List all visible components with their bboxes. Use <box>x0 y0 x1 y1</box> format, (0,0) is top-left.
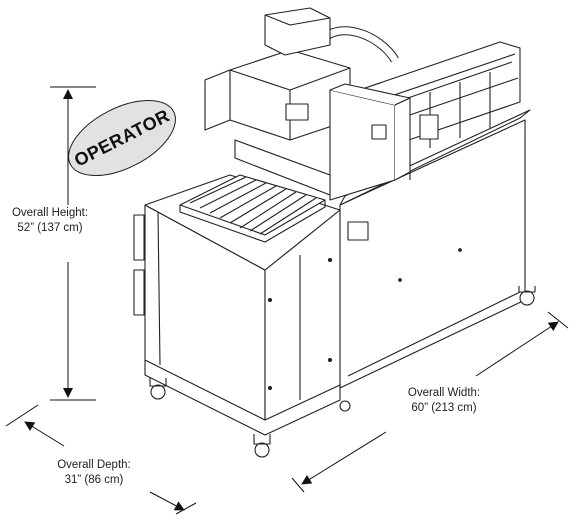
depth-arrow-right <box>149 491 185 511</box>
depth-label-title: Overall Depth: <box>57 459 131 471</box>
height-dimension <box>50 86 96 401</box>
width-arrow-right <box>475 321 559 377</box>
width-label: Overall Width: 60” (213 cm) <box>394 386 494 416</box>
width-left-tick <box>291 477 305 493</box>
width-dimension <box>291 311 569 493</box>
height-label-value: 52” (137 cm) <box>17 222 83 234</box>
width-right-tick <box>547 311 569 329</box>
height-label: Overall Height: 52” (137 cm) <box>2 206 98 236</box>
width-label-value: 60” (213 cm) <box>411 402 477 414</box>
width-arrow-left <box>301 431 387 485</box>
depth-label-value: 31” (86 cm) <box>64 474 124 486</box>
depth-arrow-left <box>24 421 65 447</box>
depth-label: Overall Depth: 31” (86 cm) <box>44 458 144 488</box>
oven-housing <box>204 7 411 201</box>
width-label-title: Overall Width: <box>407 387 481 399</box>
operator-badge <box>68 99 176 177</box>
depth-dimension <box>5 404 197 515</box>
height-label-title: Overall Height: <box>11 207 89 219</box>
depth-right-tick <box>175 502 197 515</box>
casters <box>149 286 536 458</box>
machine-illustration <box>133 7 536 458</box>
depth-left-tick <box>5 404 39 427</box>
conveyor-grill <box>179 174 326 243</box>
